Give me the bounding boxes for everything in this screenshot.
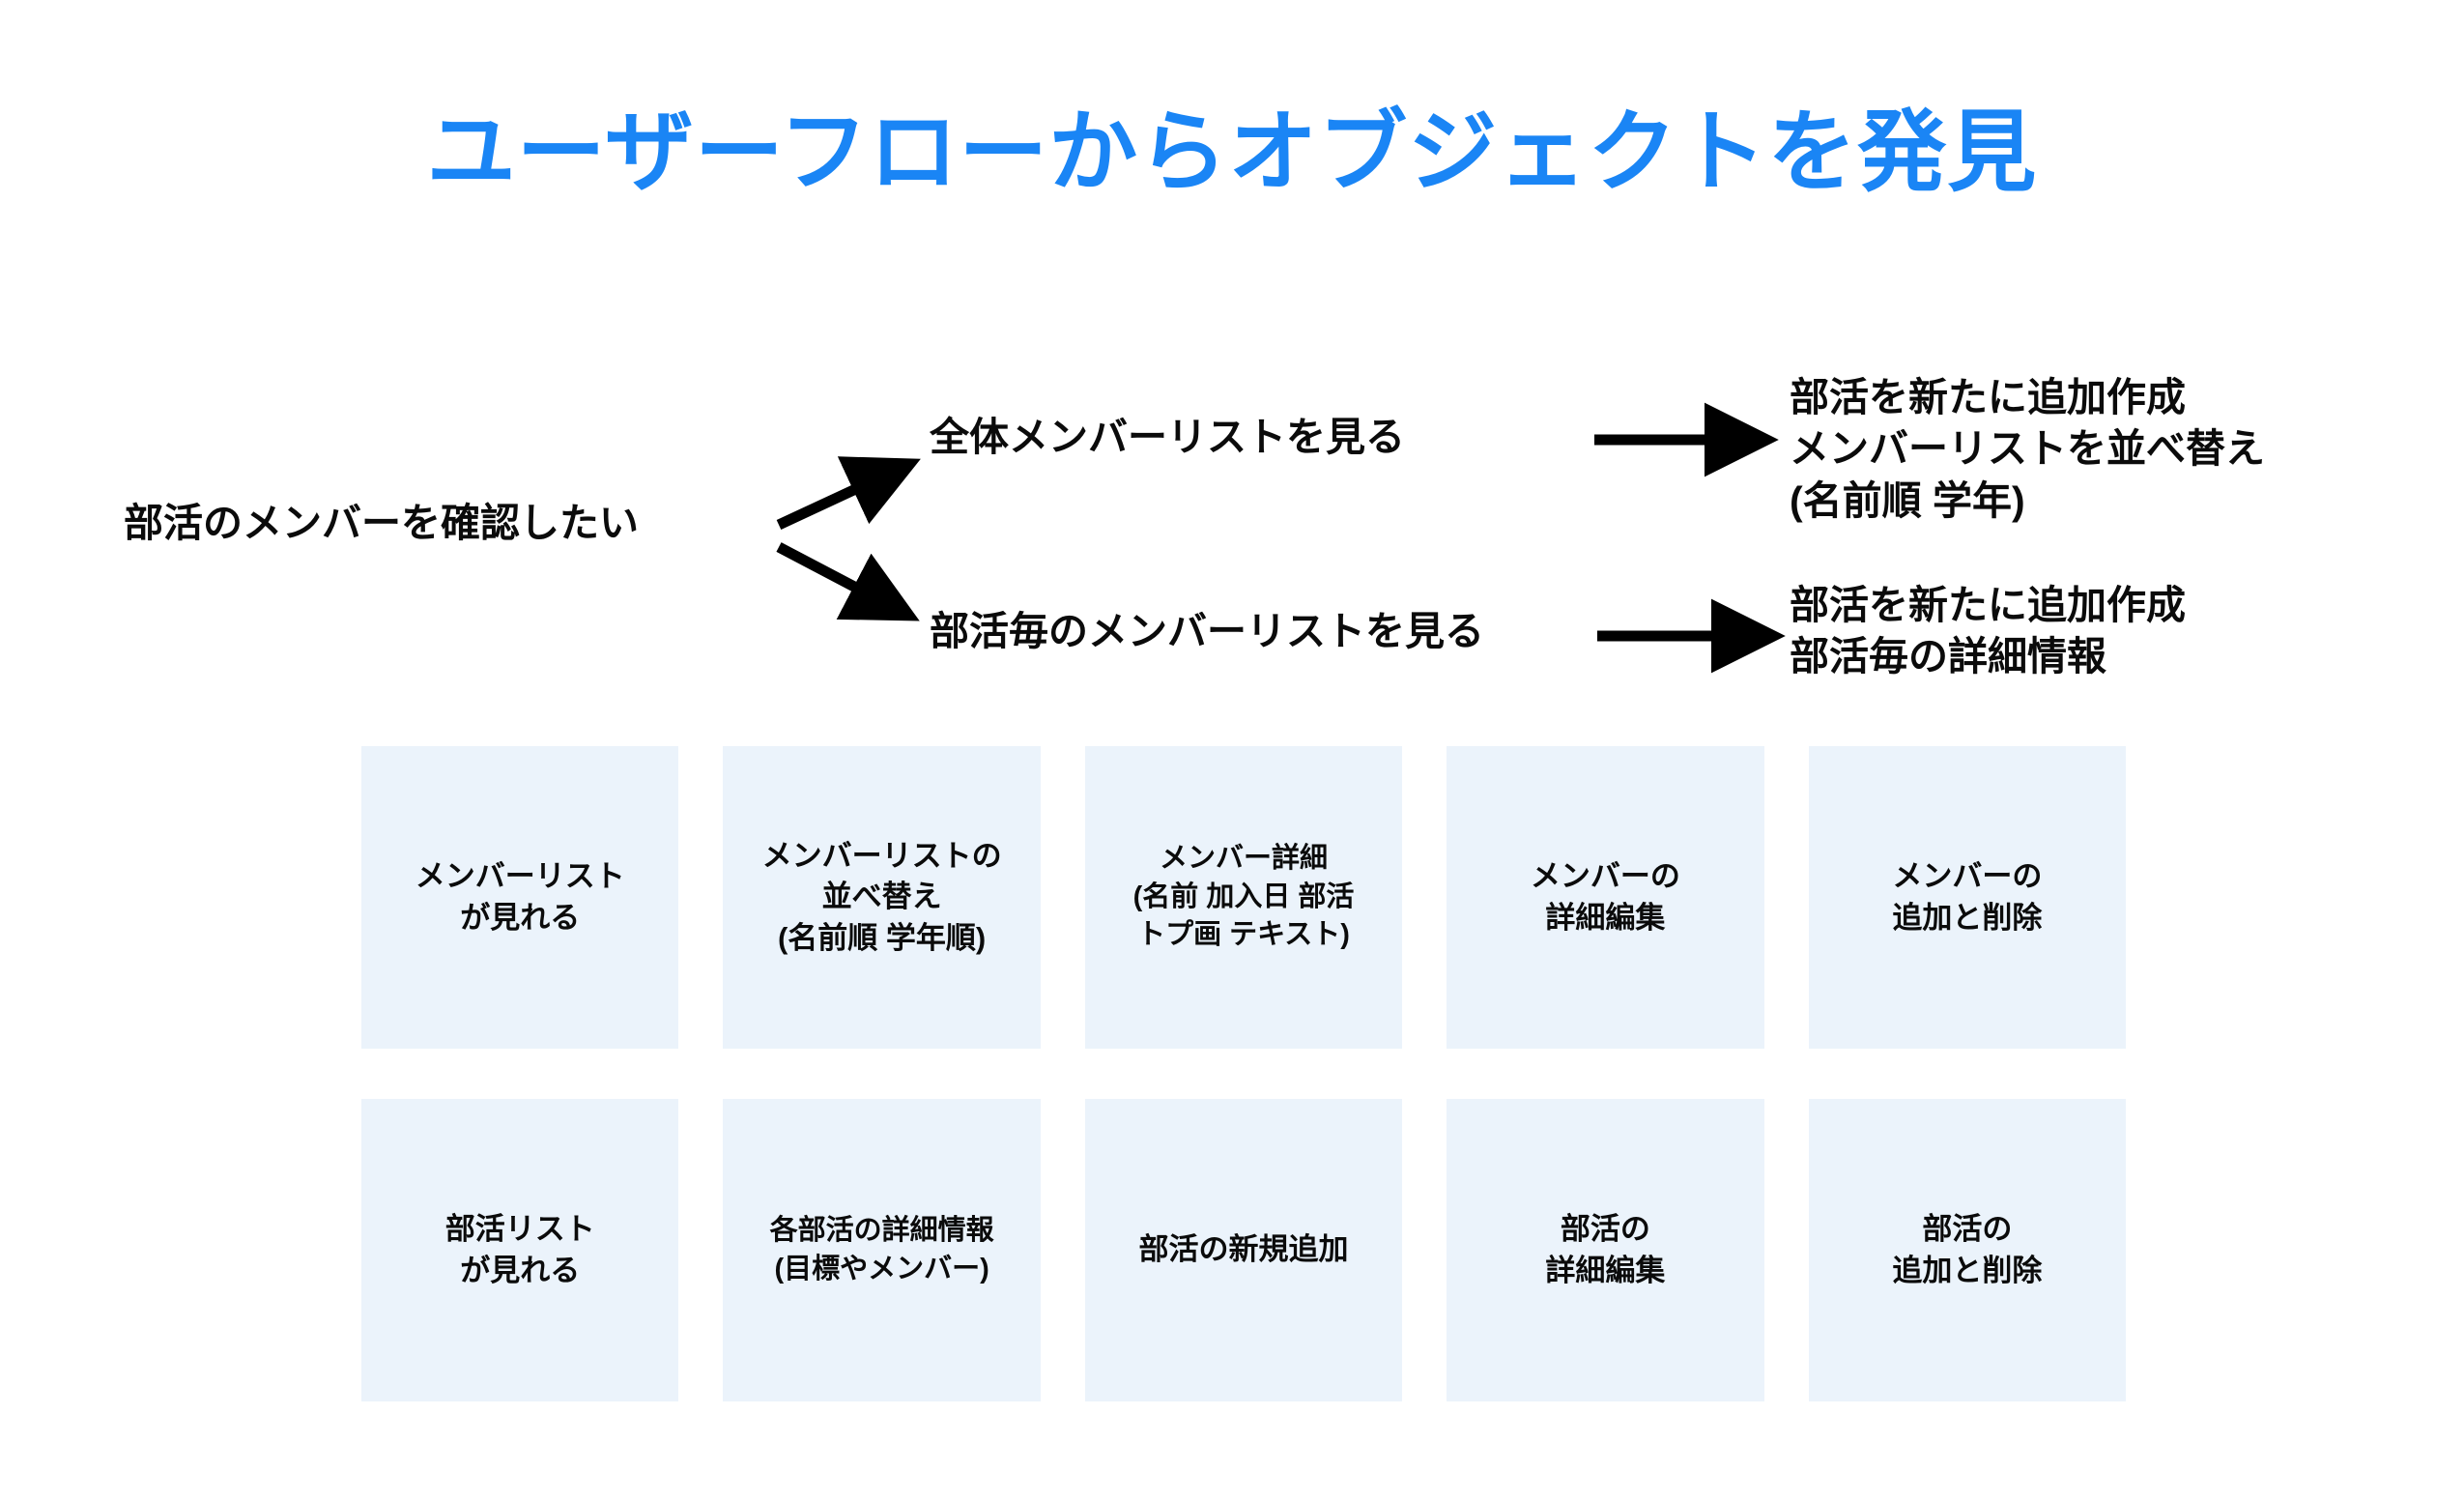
object-card-label: メンバーの 詳細編集 <box>1530 859 1680 935</box>
object-card[interactable]: メンバー詳細 (名前 加入日 部活 トプ画 テキスト) <box>1084 746 1403 1049</box>
flow-outcome-1-line-2: メンバーリストを並べ替え <box>1790 426 2265 472</box>
object-card[interactable]: メンバーの 追加と削除 <box>1808 746 2127 1049</box>
object-card-label: 部活の 追加と削除 <box>1892 1212 2043 1287</box>
flow-outcome-1-line-3: (名前順 学年) <box>1790 477 2025 523</box>
flow-outcome-2: 部活を新たに追加作成 部活毎の詳細情報 <box>1790 580 2186 683</box>
object-card-label: メンバーの 追加と削除 <box>1892 859 2043 935</box>
object-card-label: メンバーリスト が見れる <box>415 859 625 935</box>
object-card-label: 各部活の詳細情報 (目標やメンバー) <box>769 1215 994 1285</box>
branch-arrow-up-icon <box>776 456 921 530</box>
object-card[interactable]: 部活の新規追加 <box>1084 1099 1403 1401</box>
object-card[interactable]: メンバーの 詳細編集 <box>1447 746 1764 1049</box>
object-card[interactable]: メンバーリスト が見れる <box>361 746 679 1049</box>
object-card-row-club: 部活リスト が見れる 各部活の詳細情報 (目標やメンバー) 部活の新規追加 部活… <box>361 1099 2127 1401</box>
flow-outcome-1: 部活を新たに追加作成 メンバーリストを並べ替え (名前順 学年) <box>1790 372 2265 527</box>
object-card[interactable]: 部活リスト が見れる <box>361 1099 679 1401</box>
flow-outcome-2-line-2: 部活毎の詳細情報 <box>1790 634 2106 679</box>
object-card-grid: メンバーリスト が見れる メンバーリストの 並べ替え (名前順 学年順) メンバ… <box>361 746 2127 1401</box>
flow-arrows-layer <box>776 402 1786 674</box>
branch-arrow-down-icon <box>776 542 920 621</box>
object-card-label: メンバー詳細 (名前 加入日 部活 トプ画 テキスト) <box>1132 843 1355 951</box>
object-card-label: 部活の新規追加 <box>1138 1232 1349 1267</box>
object-card[interactable]: 部活の 詳細編集 <box>1447 1099 1764 1401</box>
flow-branch-label-1: 全体メンバーリストを見る <box>930 415 1405 459</box>
object-card[interactable]: 部活の 追加と削除 <box>1808 1099 2127 1401</box>
object-card[interactable]: 各部活の詳細情報 (目標やメンバー) <box>723 1099 1041 1401</box>
object-card-row-member: メンバーリスト が見れる メンバーリストの 並べ替え (名前順 学年順) メンバ… <box>361 746 2127 1049</box>
page-title: ユーザーフローからオブジェクトを発見 <box>426 103 2038 202</box>
object-card-label: メンバーリストの 並べ替え (名前順 学年順) <box>761 839 1002 955</box>
flow-start-label: 部活のメンバーを確認したい <box>124 501 639 545</box>
flow-outcome-2-line-1: 部活を新たに追加作成 <box>1790 583 2186 627</box>
object-card[interactable]: メンバーリストの 並べ替え (名前順 学年順) <box>723 746 1041 1049</box>
flow-branch-label-2: 部活毎のメンバーリストを見る <box>930 609 1484 653</box>
flow-outcome-1-line-1: 部活を新たに追加作成 <box>1790 375 2186 419</box>
object-card-label: 部活リスト が見れる <box>444 1212 595 1287</box>
user-flow-diagram: 部活のメンバーを確認したい 全体メンバーリストを見る 部活毎のメンバーリストを見… <box>0 0 2464 735</box>
object-card-label: 部活の 詳細編集 <box>1545 1212 1666 1287</box>
